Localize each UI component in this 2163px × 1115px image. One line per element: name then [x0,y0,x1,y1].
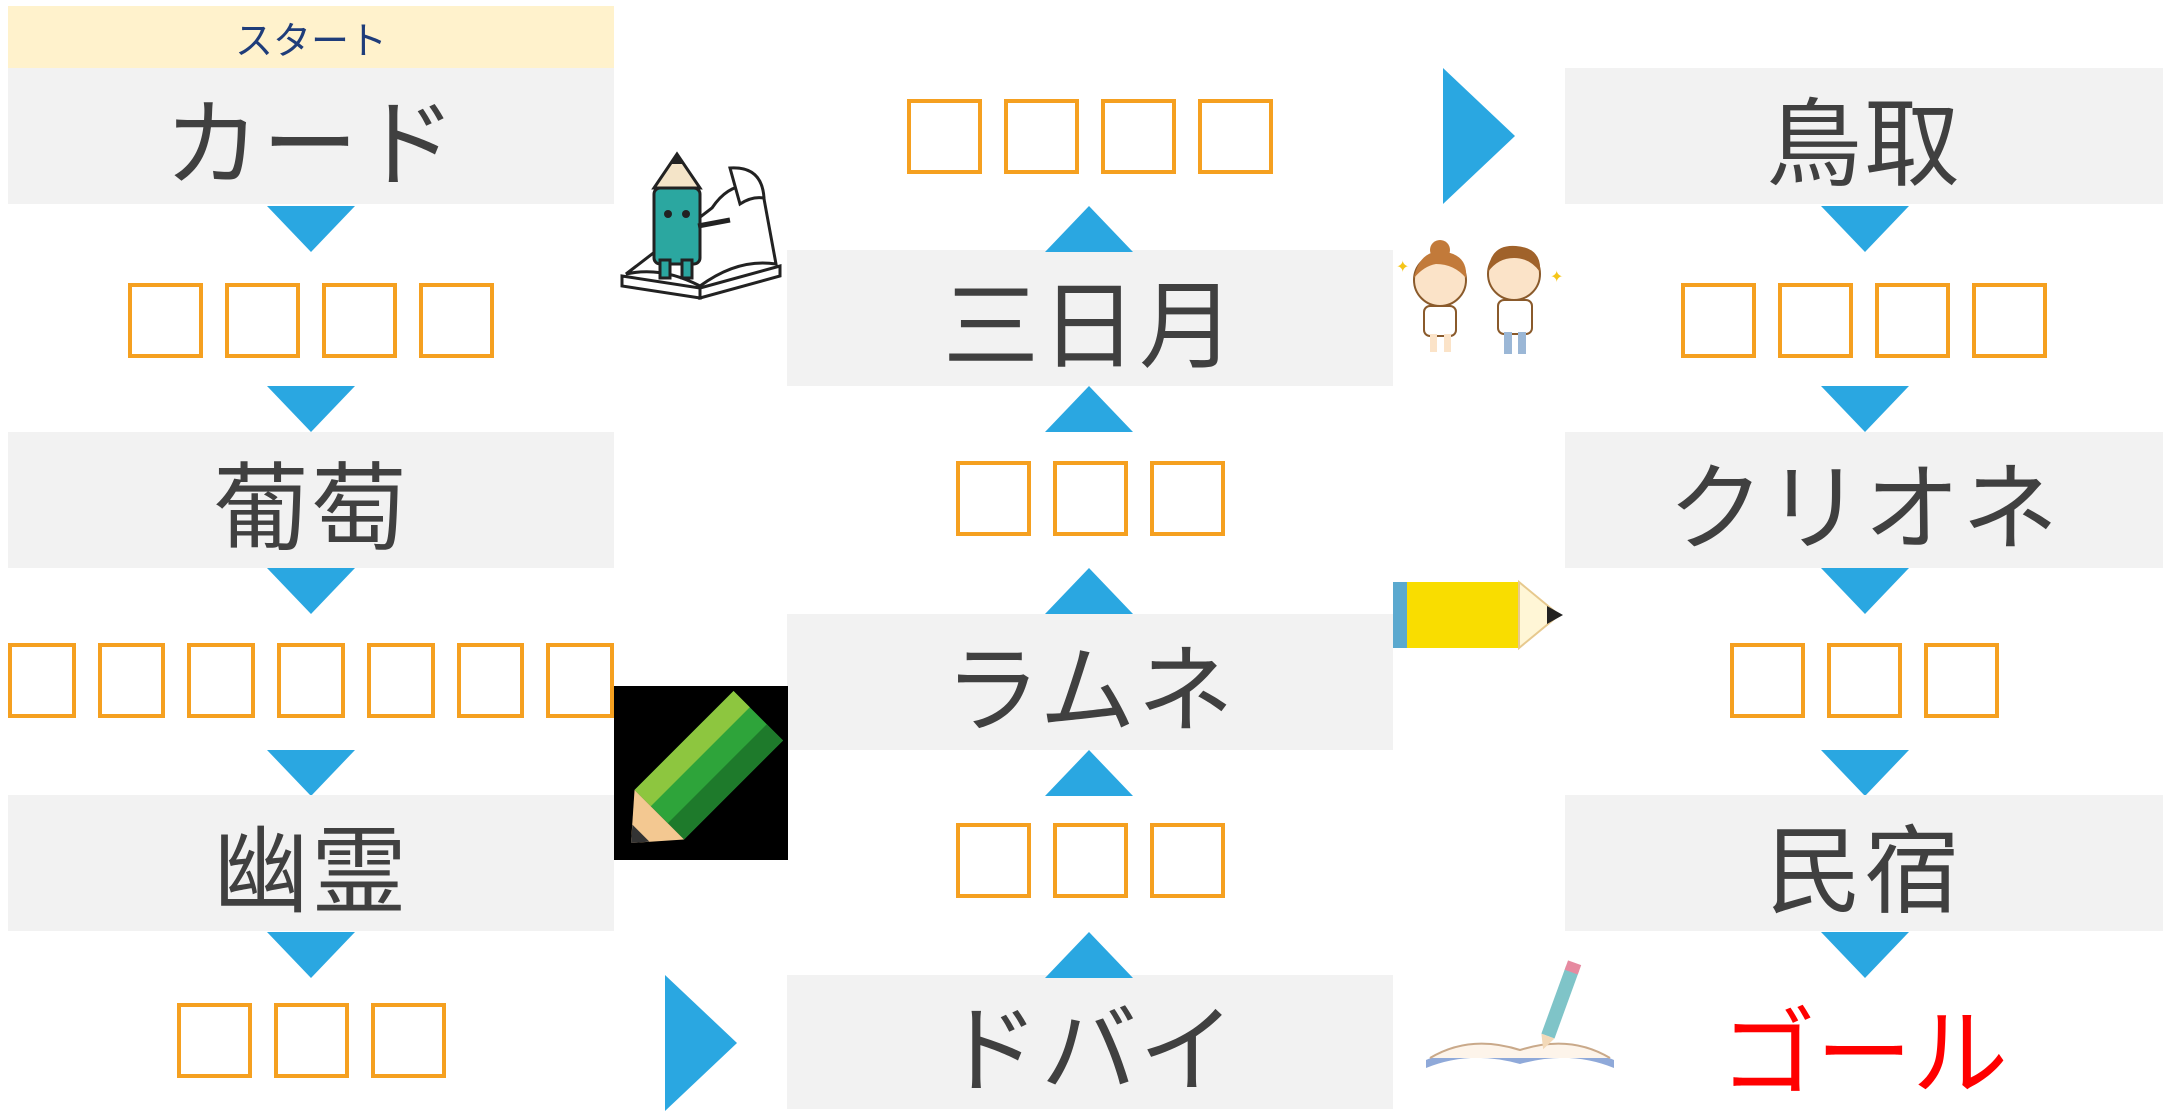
yellow-pencil-icon [1393,579,1563,651]
blank-row-4 [787,96,1393,176]
blank-square [1826,642,1902,718]
blank-square [322,282,397,358]
word-dubai: ドバイ [787,975,1393,1109]
blank-row-4 [1565,280,2163,360]
word-tottori: 鳥取 [1565,68,2163,204]
blank-square [366,642,435,718]
start-label: スタート [8,6,614,68]
arrow-up-icon [1045,750,1133,796]
word-grape: 葡萄 [8,432,614,568]
arrow-up-icon [1045,206,1133,252]
blank-square [7,642,76,718]
arrow-up-icon [1045,386,1133,432]
blank-square [1149,822,1225,898]
arrow-down-icon [267,750,355,796]
arrow-down-icon [1821,386,1909,432]
blank-square [1198,98,1273,174]
arrow-down-icon [267,206,355,252]
blank-square [1149,460,1225,536]
arrow-down-icon [267,932,355,978]
blank-square [273,1002,349,1078]
blank-square [1004,98,1079,174]
arrow-down-icon [1821,568,1909,614]
arrow-down-icon [1821,206,1909,252]
word-ghost: 幽霊 [8,795,614,931]
blank-square [907,98,982,174]
blank-row-7 [7,640,615,720]
blank-square [1052,460,1128,536]
svg-text:✦: ✦ [1550,267,1563,286]
blank-row-4 [8,280,614,360]
blank-square [225,282,300,358]
blank-square [1923,642,1999,718]
blank-square [419,282,494,358]
blank-square [955,460,1031,536]
arrow-up-icon [1045,932,1133,978]
arrow-down-icon [267,568,355,614]
blank-square [456,642,525,718]
blank-row-3 [1565,640,2163,720]
blank-square [1875,282,1950,358]
blank-square [1972,282,2047,358]
blank-square [1681,282,1756,358]
blank-square [97,642,166,718]
blank-square [1729,642,1805,718]
blank-square [370,1002,446,1078]
arrow-right-icon [665,975,737,1111]
blank-square [1778,282,1853,358]
blank-square [955,822,1031,898]
word-crescent-moon: 三日月 [787,250,1393,386]
blank-square [128,282,203,358]
blank-square [176,1002,252,1078]
svg-text:✦: ✦ [1396,257,1409,276]
arrow-down-icon [267,386,355,432]
blank-row-3 [787,458,1393,538]
book-and-pen-icon [1426,960,1614,1068]
cheering-kids-icon: ✦ ✦ [1396,240,1563,354]
word-inn: 民宿 [1565,795,2163,931]
blank-row-3 [787,820,1393,900]
arrow-up-icon [1045,568,1133,614]
word-card: カード [8,68,614,204]
blank-square [277,642,345,718]
blank-square [1052,822,1128,898]
arrow-down-icon [1821,932,1909,978]
green-pencil-icon [614,686,788,860]
blank-square [546,642,615,718]
arrow-down-icon [1821,750,1909,796]
arrow-right-icon [1443,68,1515,204]
blank-square [187,642,256,718]
blank-square [1101,98,1176,174]
blank-row-3 [8,1000,614,1080]
pencil-reading-book-icon [620,151,782,300]
word-ramune: ラムネ [787,614,1393,750]
goal-label: ゴール [1720,997,2008,1110]
word-clione: クリオネ [1565,432,2163,568]
